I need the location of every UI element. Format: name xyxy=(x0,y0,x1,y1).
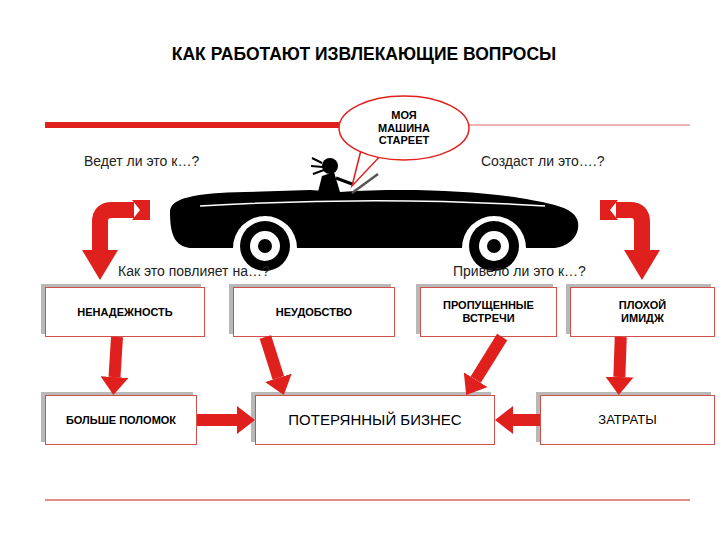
arrow-tail xyxy=(600,200,618,220)
block-arrow xyxy=(619,337,620,377)
arrow-shaft xyxy=(616,210,642,252)
consequence-box: ПЛОХОЙ ИМИДЖ xyxy=(570,287,715,337)
node-label: БОЛЬШЕ ПОЛОМОК xyxy=(66,414,176,427)
car-illustration xyxy=(170,158,578,271)
consequence-box: ПРОПУЩЕННЫЕ ВСТРЕЧИ xyxy=(420,287,557,337)
wheel-rim xyxy=(479,231,509,261)
rule-line xyxy=(45,499,690,501)
question-label: Как это повлияет на…? xyxy=(118,263,270,279)
block-arrow xyxy=(513,414,540,426)
driver-head xyxy=(322,158,338,174)
arrow-shaft xyxy=(100,210,134,252)
diagram-title: КАК РАБОТАЮТ ИЗВЛЕКАЮЩИЕ ВОПРОСЫ xyxy=(0,44,728,65)
block-arrow xyxy=(476,337,503,380)
node-label: НЕНАДЕЖНОСТЬ xyxy=(77,306,173,319)
block-arrow xyxy=(197,414,237,426)
consequence-box: НЕНАДЕЖНОСТЬ xyxy=(45,287,205,337)
node-label: ПРОПУЩЕННЫЕ ВСТРЕЧИ xyxy=(429,299,549,324)
node-label: ЗАТРАТЫ xyxy=(598,413,656,428)
consequence-box: ПОТЕРЯННЫЙ БИЗНЕС xyxy=(255,395,495,445)
question-label: Создаст ли это….? xyxy=(481,153,605,169)
node-label: МОЯ МАШИНА СТАРЕЕТ xyxy=(368,109,440,147)
consequence-box: НЕУДОБСТВО xyxy=(233,287,395,337)
node-label: ПЛОХОЙ ИМИДЖ xyxy=(608,299,678,324)
driver-hair xyxy=(311,158,324,174)
wheel-rim xyxy=(250,231,280,261)
block-arrow xyxy=(115,337,117,377)
node-label: ПОТЕРЯННЫЙ БИЗНЕС xyxy=(288,411,461,428)
question-label: Привело ли это к…? xyxy=(453,263,586,279)
arrow-head xyxy=(82,250,118,280)
speech-bubble: МОЯ МАШИНА СТАРЕЕТ xyxy=(338,95,470,161)
block-arrow xyxy=(265,337,278,378)
driver-arm xyxy=(336,178,352,184)
arrow-head xyxy=(624,250,660,280)
bubble-ellipse xyxy=(339,96,469,160)
question-label: Ведет ли это к…? xyxy=(84,153,199,169)
curved-arrow xyxy=(600,200,660,280)
wheel-hub xyxy=(487,239,501,253)
arrow-tail xyxy=(132,200,150,220)
wheel-hub xyxy=(258,239,272,253)
consequence-box: БОЛЬШЕ ПОЛОМОК xyxy=(45,395,197,445)
rule-accent xyxy=(45,122,367,128)
consequence-box: ЗАТРАТЫ xyxy=(540,395,715,445)
windshield xyxy=(352,174,378,193)
driver-body xyxy=(318,172,340,192)
node-label: НЕУДОБСТВО xyxy=(276,306,352,319)
car-stripe xyxy=(200,201,545,206)
